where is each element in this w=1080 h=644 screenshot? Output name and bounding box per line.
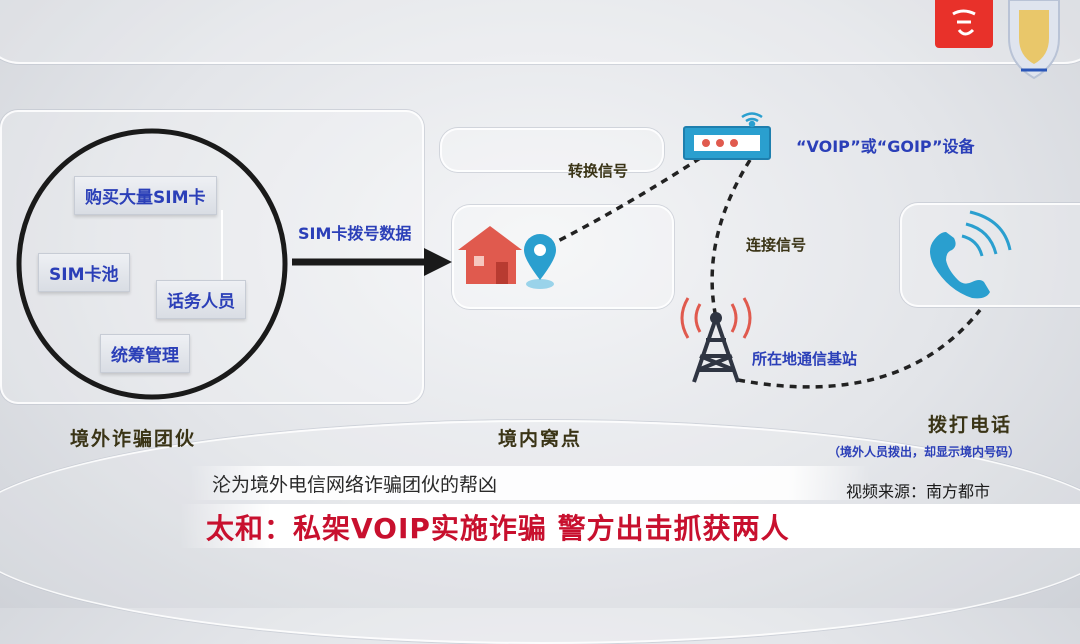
voip-device-icon (683, 126, 771, 160)
cell-tower-icon (680, 297, 752, 383)
dashed-link-tower-phone (737, 308, 982, 389)
management-box: 统筹管理 (100, 334, 190, 373)
subtitle-bar (190, 466, 870, 500)
location-pin-icon (524, 234, 556, 289)
operator-box: 话务人员 (156, 280, 246, 319)
video-source: 视频来源：南方都市 (846, 482, 991, 501)
wifi-icon (741, 112, 763, 128)
device-label: “VOIP”或“GOIP”设备 (796, 137, 975, 156)
house-icon (458, 226, 522, 284)
domestic-den-caption: 境内窝点 (498, 428, 583, 450)
dashed-link-convert (547, 153, 706, 248)
background-frame-top (0, 0, 1080, 64)
tower-label: 所在地通信基站 (752, 350, 858, 368)
make-call-caption: 拨打电话 (928, 414, 1013, 436)
headline-bar (180, 504, 1080, 548)
news-headline: 太和：私架VOIP实施诈骗 警方出击抓获两人 (206, 512, 790, 545)
phone-icon (930, 210, 1012, 299)
call-note-caption: （境外人员拨出，却显示境内号码） (828, 445, 1021, 459)
sim-pool-box: SIM卡池 (38, 253, 130, 292)
background-panel-middle (440, 128, 664, 172)
news-subtitle: 沦为境外电信网络诈骗团伙的帮凶 (212, 474, 498, 496)
arrow-label: SIM卡拨号数据 (298, 224, 412, 243)
overseas-gang-caption: 境外诈骗团伙 (70, 428, 197, 450)
station-logo-icon (935, 0, 993, 48)
diagram-canvas (16, 112, 1012, 400)
connect-signal-label: 连接信号 (746, 236, 807, 254)
dashed-link-connect (710, 159, 752, 319)
buy-sim-box: 购买大量SIM卡 (74, 176, 217, 215)
convert-signal-label: 转换信号 (568, 162, 629, 180)
police-badge-icon (1003, 0, 1065, 80)
gang-circle (16, 128, 288, 400)
